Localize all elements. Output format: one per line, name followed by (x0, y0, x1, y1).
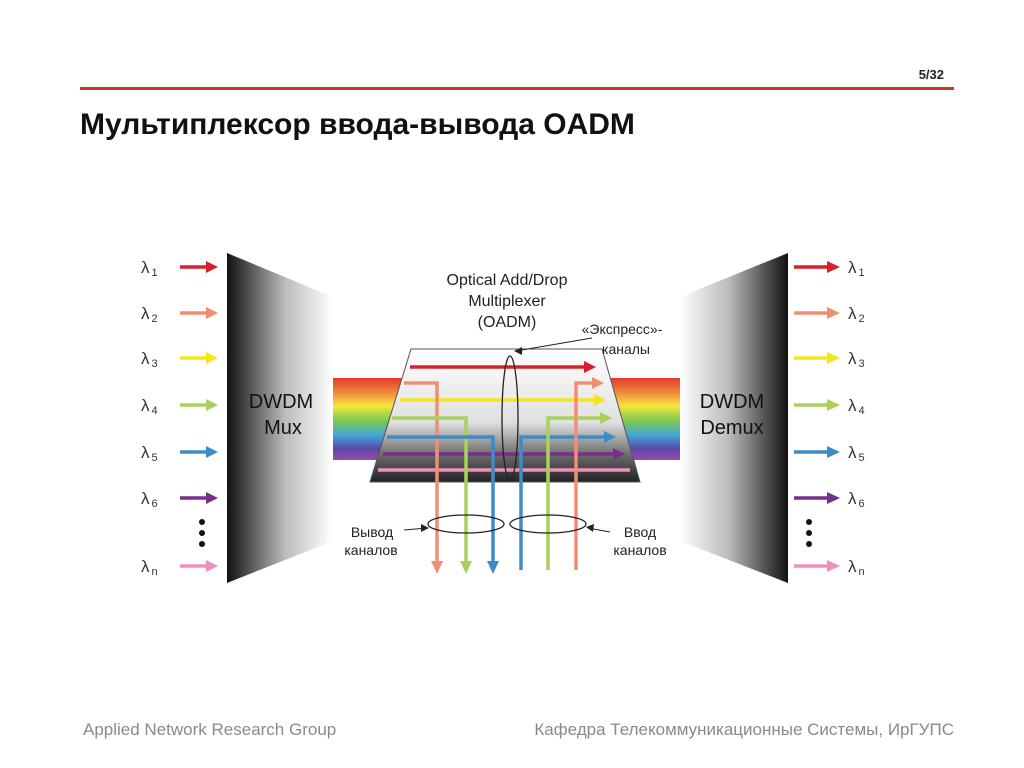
express-bundle-ellipse (501, 355, 519, 481)
demux-label-line1: DWDM (700, 391, 764, 413)
input-arrowhead-6 (206, 492, 218, 504)
add-bundle-ellipse (509, 514, 587, 534)
wavelength-arrows (180, 261, 840, 572)
output-arrowhead-1 (827, 261, 840, 273)
mux-label-line2: Mux (264, 417, 302, 439)
slide-title: Мультиплексор ввода-вывода OADM (80, 108, 635, 141)
add-arrow-4-head (600, 412, 612, 424)
output-arrowhead-5 (827, 446, 840, 458)
express-arrow-3-head (594, 394, 606, 406)
output-arrowhead-n (827, 560, 840, 572)
oadm-title-line1: Optical Add/Drop (447, 272, 568, 289)
add-label-line1: Ввод (624, 524, 656, 540)
drop-arrow-4 (392, 416, 468, 562)
express-pointer-line (515, 337, 593, 352)
footer-left: Applied Network Research Group (83, 720, 337, 739)
add-arrow-4 (546, 416, 602, 570)
ellipsis-dots-left (199, 519, 205, 547)
mux-label-line1: DWDM (249, 391, 313, 413)
drop-arrow-4-head (460, 561, 472, 574)
add-pointer-arrowhead (586, 524, 594, 532)
output-arrowhead-2 (827, 307, 840, 319)
add-arrow-2-head (592, 377, 604, 389)
input-arrowhead-n (206, 560, 218, 572)
header-rule (80, 87, 954, 90)
input-arrowhead-4 (206, 399, 218, 411)
channel-arrows (378, 361, 630, 574)
output-arrowhead-4 (827, 399, 840, 411)
drop-bundle-ellipse (427, 514, 505, 534)
drop-arrow-2 (404, 381, 439, 562)
dwdm-mux-block (227, 253, 333, 583)
express-arrow-6-head (613, 448, 625, 460)
express-label-line1: «Экспресс»- (582, 321, 663, 337)
express-pointer-arrowhead (514, 347, 522, 355)
input-arrowhead-3 (206, 352, 218, 364)
dwdm-demux-block (680, 253, 788, 583)
oadm-title-line3: (OADM) (478, 314, 537, 331)
ellipsis-dots-right (806, 519, 812, 547)
output-arrowhead-6 (827, 492, 840, 504)
express-label-line2: каналы (602, 341, 650, 357)
input-arrowhead-1 (206, 261, 218, 273)
drop-label-line1: Вывод (351, 524, 393, 540)
oadm-title-line2: Multiplexer (468, 293, 546, 310)
input-arrowhead-5 (206, 446, 218, 458)
page-number: 5/32 (918, 67, 944, 82)
add-label-line2: каналов (613, 542, 666, 558)
drop-arrow-2-head (431, 561, 443, 574)
add-arrow-5-head (604, 431, 616, 443)
drop-arrow-5 (387, 435, 495, 562)
drop-label-line2: каналов (344, 542, 397, 558)
footer-right: Кафедра Телекоммуникационные Системы, Ир… (534, 720, 954, 739)
express-arrow-1-head (584, 361, 596, 373)
demux-label-line2: Demux (700, 417, 763, 439)
drop-arrow-5-head (487, 561, 499, 574)
add-arrow-2 (574, 381, 594, 570)
output-arrowhead-3 (827, 352, 840, 364)
input-arrowhead-2 (206, 307, 218, 319)
drop-pointer-arrowhead (421, 524, 429, 532)
